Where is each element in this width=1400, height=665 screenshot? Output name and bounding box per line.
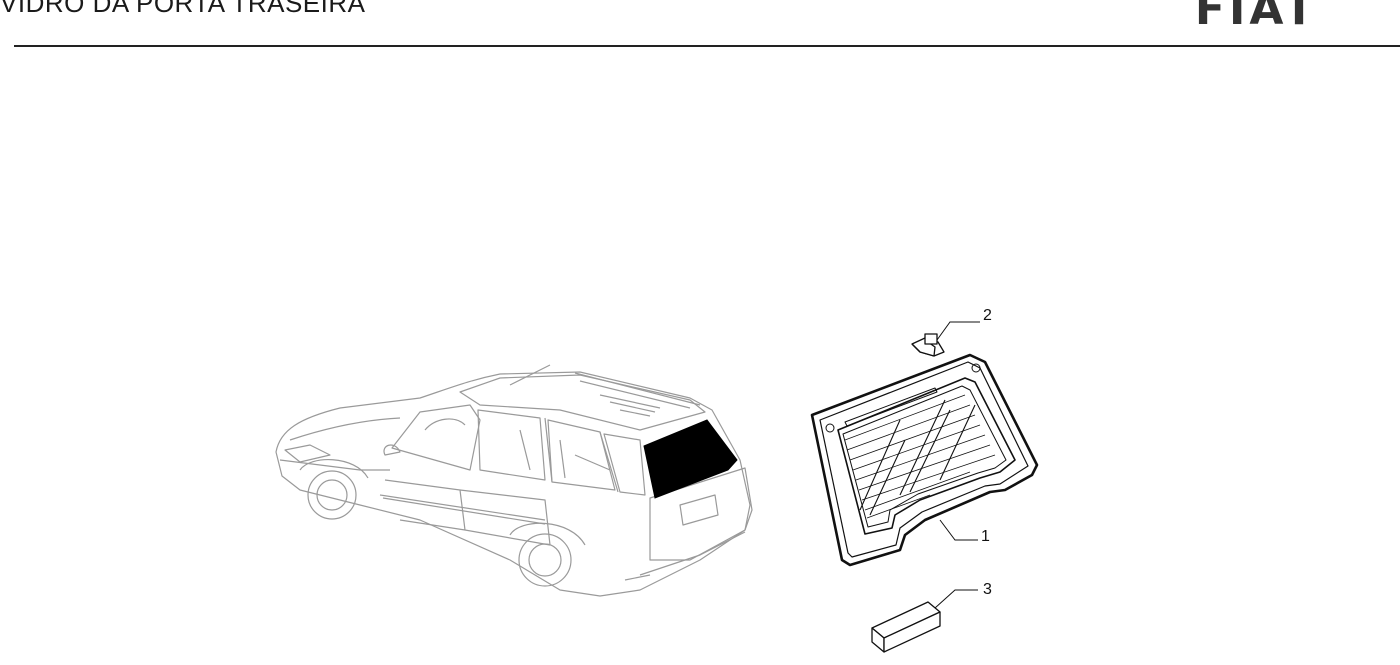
page-title: VIDRO DA PORTA TRASEIRA — [0, 0, 366, 18]
car-illustration — [275, 364, 753, 597]
part-2-clip — [911, 333, 945, 357]
part-3-adhesive-block — [871, 601, 941, 653]
callout-1: 1 — [981, 528, 990, 545]
car-rear-glass-highlight — [643, 419, 738, 499]
leader-lines — [934, 321, 980, 609]
part-1-rear-glass — [810, 353, 1039, 567]
header-divider — [14, 45, 1400, 47]
callout-3: 3 — [983, 581, 992, 598]
callout-2: 2 — [983, 307, 992, 324]
fiat-logo: FIAT — [1194, 0, 1318, 35]
